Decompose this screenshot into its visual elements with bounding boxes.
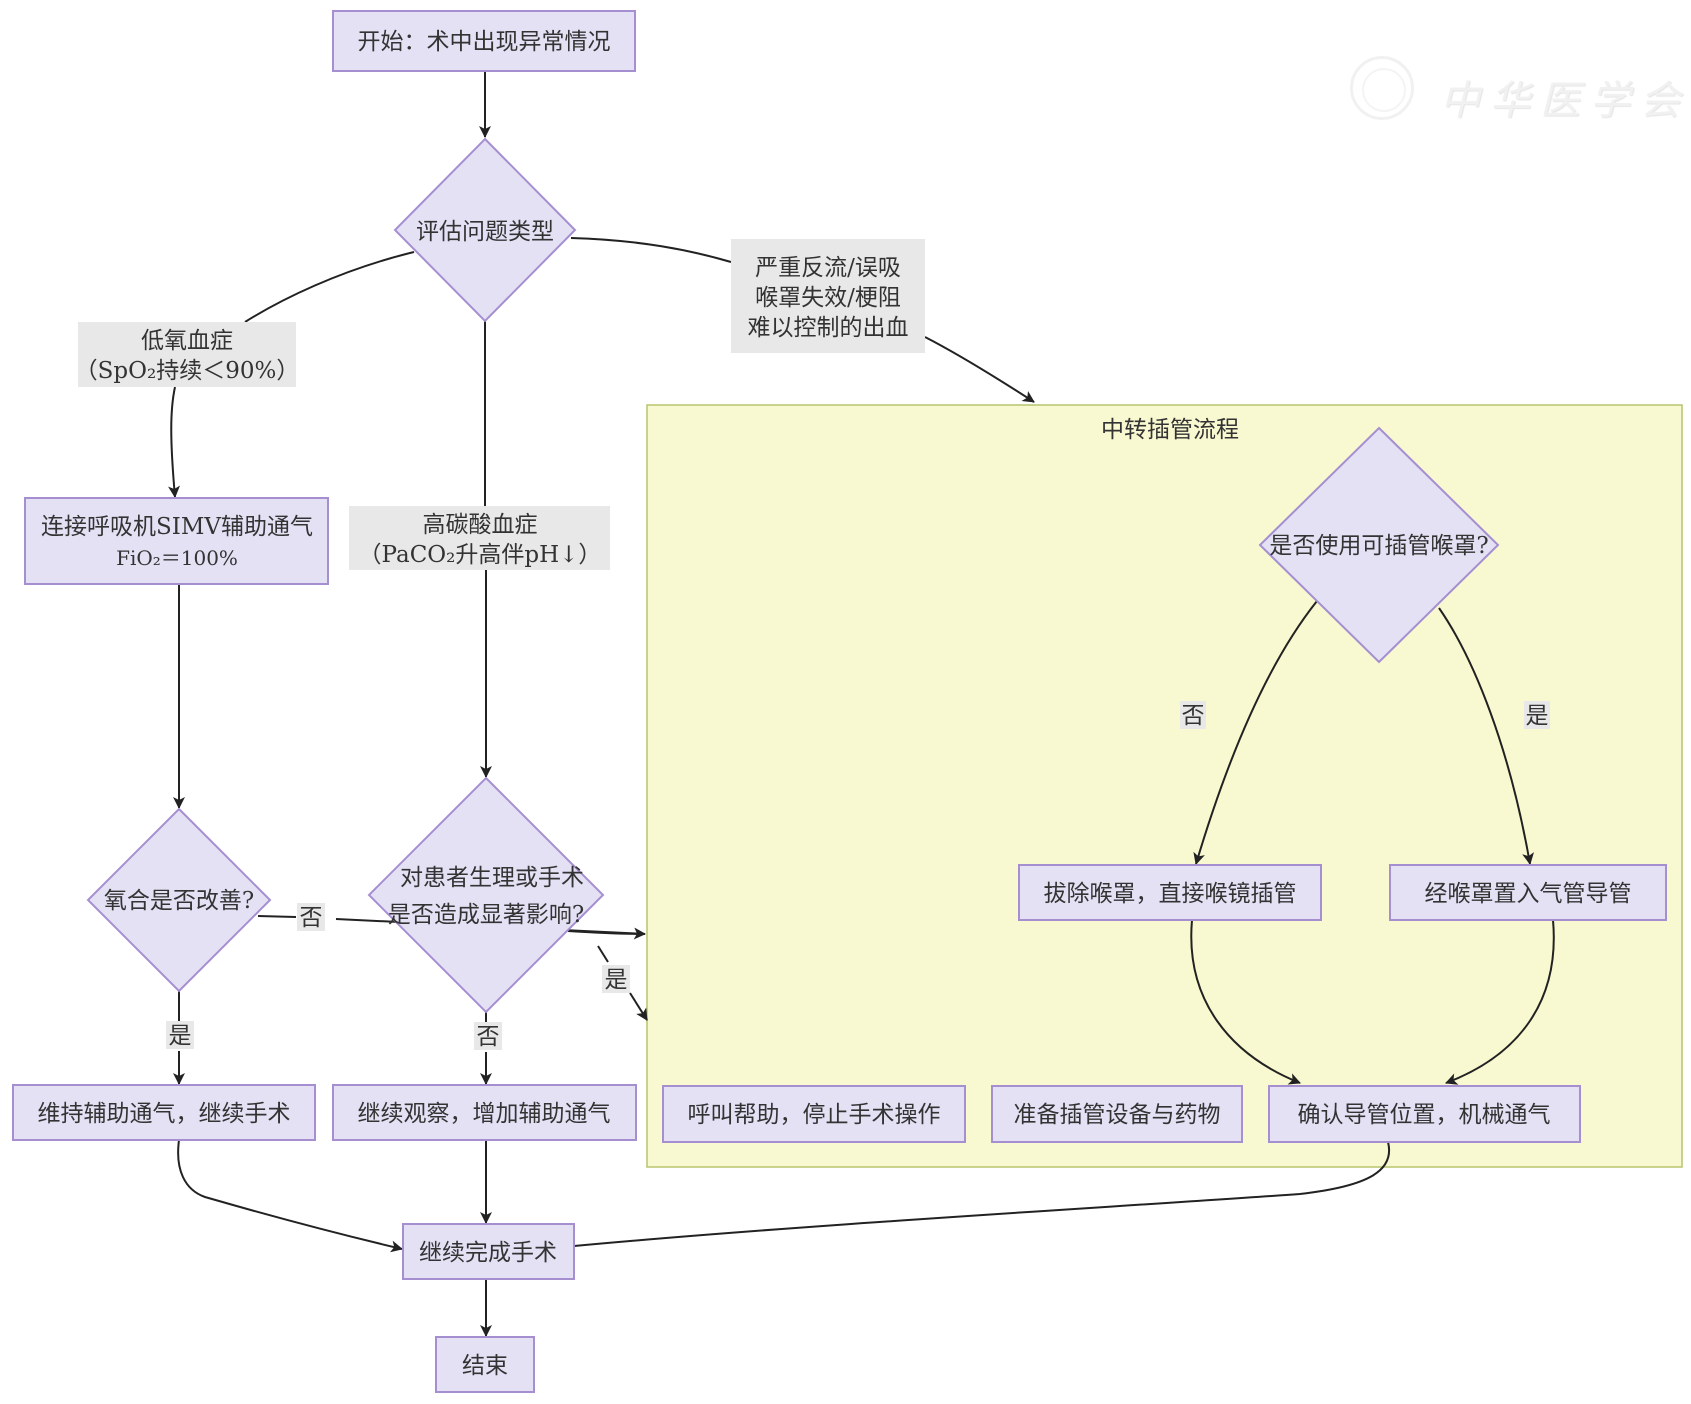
node-start[interactable] xyxy=(332,10,636,72)
node-lma-decision[interactable] xyxy=(1258,426,1500,664)
edge-maintain-complete xyxy=(177,1139,403,1253)
remove-lma-text: 拔除喉罩，直接喉镜插管 xyxy=(1044,881,1297,907)
edge-label-impact-yes: 是 xyxy=(605,967,628,993)
edge-label-oxygen-no: 否 xyxy=(300,905,323,931)
label-severe-bg xyxy=(731,239,925,353)
impact-line-2: 是否造成显著影响? xyxy=(388,902,584,928)
edge-lma-yes xyxy=(1438,607,1535,865)
ventilator-line-2: FiO₂＝100% xyxy=(116,546,238,570)
call-help-text: 呼叫帮助，停止手术操作 xyxy=(688,1102,941,1128)
node-call-help[interactable] xyxy=(662,1085,966,1143)
via-lma-text: 经喉罩置入气管导管 xyxy=(1425,881,1632,907)
node-prepare[interactable] xyxy=(991,1085,1243,1143)
subgraph-frame xyxy=(646,404,1683,1168)
node-observe[interactable] xyxy=(332,1084,637,1141)
edge-assess-severe xyxy=(570,237,732,263)
confirm-text: 确认导管位置，机械通气 xyxy=(1298,1102,1551,1128)
severe-line-1: 严重反流/误吸 xyxy=(755,255,901,281)
subgraph-title: 中转插管流程 xyxy=(1101,417,1239,443)
assess-text: 评估问题类型 xyxy=(416,219,554,245)
node-ventilator[interactable] xyxy=(24,497,329,585)
node-assess[interactable] xyxy=(393,137,577,323)
hypoxemia-line-2: （SpO₂持续＜90%） xyxy=(75,358,300,384)
watermark: 中华医学会 xyxy=(1350,56,1680,136)
ventilator-line-1: 连接呼吸机SIMV辅助通气 xyxy=(41,514,313,540)
node-end[interactable] xyxy=(435,1336,535,1393)
edge-label-oxygen-yes: 是 xyxy=(169,1023,192,1049)
edge-labels: 否 是 是 否 否 是 xyxy=(166,701,1550,1050)
edge-label-lma-yes: 是 xyxy=(1526,703,1549,729)
edge-hypoxemia-ventilator xyxy=(168,386,181,498)
edge-assess-hypoxemia xyxy=(244,251,415,323)
lma-decision-text: 是否使用可插管喉罩? xyxy=(1269,533,1488,559)
severe-line-2: 喉罩失效/梗阻 xyxy=(755,285,901,311)
edge-impact-right xyxy=(567,930,646,935)
end-text: 结束 xyxy=(462,1353,508,1379)
edge-label-impact-no: 否 xyxy=(477,1024,500,1050)
severe-line-3: 难以控制的出血 xyxy=(748,315,909,341)
edge-impact-yes xyxy=(597,945,647,1020)
hypoxemia-line-1: 低氧血症 xyxy=(141,328,233,354)
node-confirm[interactable] xyxy=(1268,1085,1581,1143)
node-texts: 开始：术中出现异常情况 评估问题类型 低氧血症 （SpO₂持续＜90%） 严重反… xyxy=(38,29,1632,1379)
nodes xyxy=(12,10,1667,1393)
start-text: 开始：术中出现异常情况 xyxy=(358,29,611,55)
observe-text: 继续观察，增加辅助通气 xyxy=(358,1101,611,1127)
node-remove-lma[interactable] xyxy=(1018,864,1322,921)
watermark-text: 中华医学会 xyxy=(1440,78,1690,124)
medical-association-seal-icon xyxy=(1350,56,1414,120)
complete-text: 继续完成手术 xyxy=(419,1240,557,1266)
edge-remove-confirm xyxy=(1190,919,1301,1085)
hypercapnia-line-2: （PaCO₂升高伴pH↓） xyxy=(359,542,602,568)
oxygen-improved-text: 氧合是否改善? xyxy=(104,888,254,914)
hypercapnia-line-1: 高碳酸血症 xyxy=(423,512,538,538)
edge-via-confirm xyxy=(1445,919,1555,1085)
condition-labels xyxy=(78,239,925,570)
maintain-text: 维持辅助通气，继续手术 xyxy=(38,1101,291,1127)
node-oxygen-improved[interactable] xyxy=(86,807,272,993)
edge-lma-no xyxy=(1193,600,1318,865)
subgraph-intubation: 中转插管流程 xyxy=(646,404,1683,1168)
edge-label-lma-no: 否 xyxy=(1182,703,1205,729)
prepare-text: 准备插管设备与药物 xyxy=(1014,1102,1221,1128)
edge-confirm-complete xyxy=(573,1141,1391,1247)
impact-line-1: 对患者生理或手术 xyxy=(400,865,584,891)
node-maintain[interactable] xyxy=(12,1084,316,1141)
node-complete[interactable] xyxy=(402,1223,575,1280)
label-hypoxemia-bg xyxy=(78,322,296,387)
node-via-lma[interactable] xyxy=(1389,864,1667,921)
edges xyxy=(168,71,1555,1337)
edge-severe-subgraph xyxy=(924,336,1035,403)
label-hypercapnia-bg xyxy=(349,506,610,570)
node-significant-impact[interactable] xyxy=(367,776,605,1014)
